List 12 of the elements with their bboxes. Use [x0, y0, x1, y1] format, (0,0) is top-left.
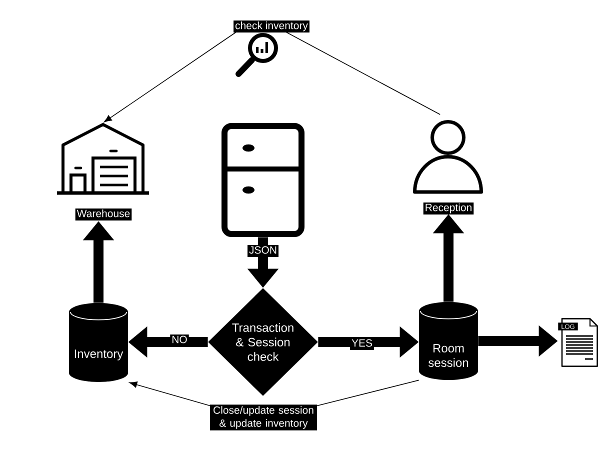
arrow	[129, 380, 420, 406]
edge-label: Close/update session & update inventory	[210, 404, 317, 430]
edge-label: YES	[350, 338, 374, 350]
edge-label: JSON	[248, 245, 278, 257]
database-cylinder: Room session	[419, 302, 478, 380]
node-label: Reception	[423, 202, 474, 214]
cabinet-icon	[222, 123, 304, 237]
database-cylinder: Inventory	[69, 303, 128, 382]
arrow	[104, 31, 440, 122]
edge-label: NO	[170, 334, 189, 346]
edge-label: check inventory	[234, 20, 310, 32]
node-label: Warehouse	[75, 208, 132, 220]
